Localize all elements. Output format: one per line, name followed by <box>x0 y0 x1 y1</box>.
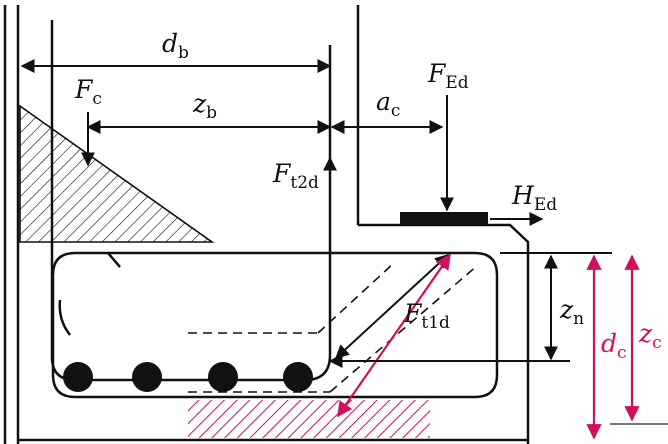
bar-1 <box>63 362 93 392</box>
loop-hook-top <box>107 252 121 268</box>
red-hatch-zone <box>188 400 430 438</box>
bearing-plate <box>400 212 488 225</box>
bar-2 <box>132 362 162 392</box>
force-Ft1d-strut <box>334 254 450 359</box>
label-zc: zc <box>638 319 662 353</box>
corbel-loop-bar <box>51 251 499 399</box>
label-Ft2d: Ft2d <box>272 159 319 193</box>
label-zn: zn <box>559 295 584 329</box>
label-zb: zb <box>192 89 217 123</box>
label-HEd: HEd <box>511 181 557 215</box>
label-Fc: Fc <box>74 75 102 109</box>
compression-zone-hatch <box>19 104 215 243</box>
loop-hook-left <box>58 299 71 336</box>
red-diagonal-strut <box>337 253 451 418</box>
bar-3 <box>208 362 238 392</box>
label-Ft1d: Ft1d <box>403 299 450 333</box>
bar-4 <box>283 362 313 392</box>
label-FEd: FEd <box>427 59 469 93</box>
tension-bars <box>63 362 313 392</box>
label-ac: ac <box>376 87 400 121</box>
label-db: db <box>162 29 189 63</box>
label-dc: dc <box>601 329 627 363</box>
